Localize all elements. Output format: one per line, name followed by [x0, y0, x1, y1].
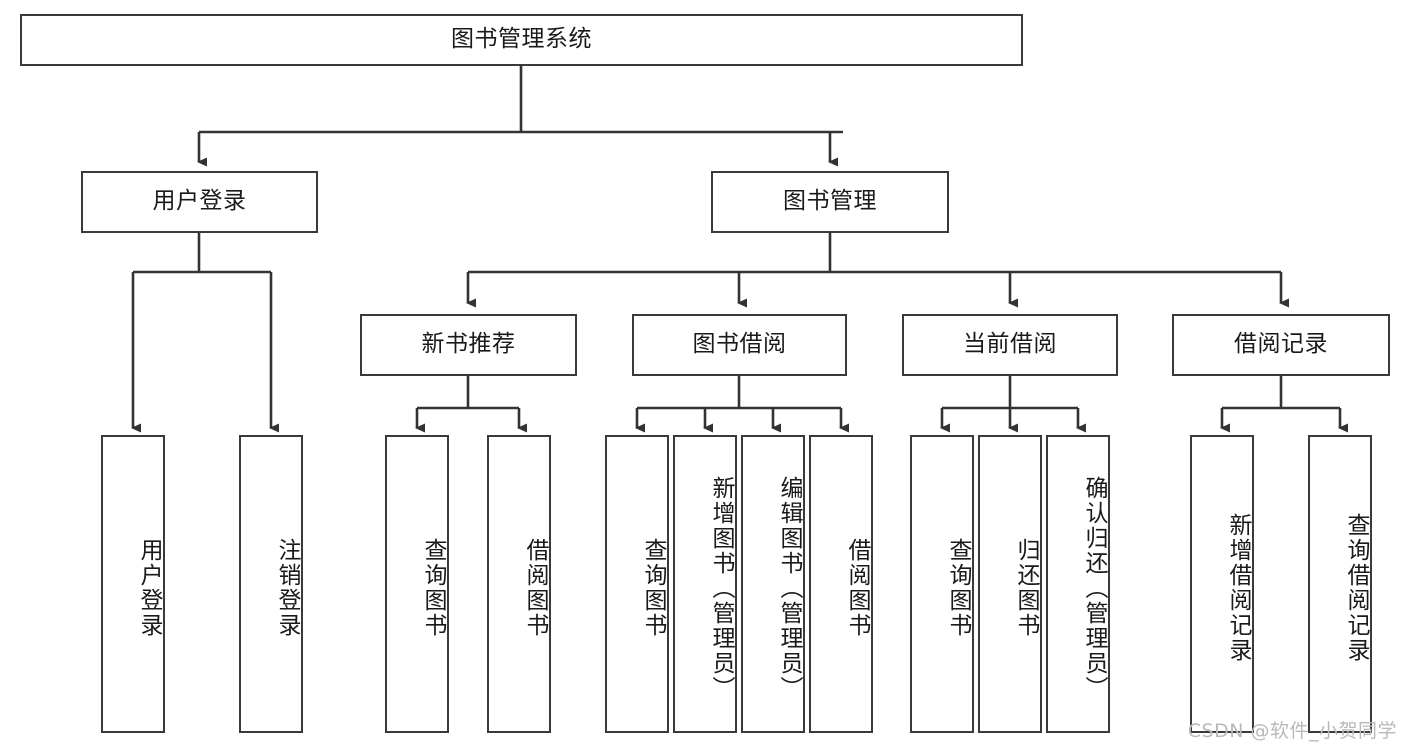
node-current-borrow[interactable]: 当前借阅	[902, 314, 1118, 376]
leaf-query-book-3-label: 查询图书	[945, 538, 971, 638]
node-current-borrow-label: 当前借阅	[963, 331, 1057, 358]
leaf-query-record-label: 查询借阅记录	[1343, 513, 1369, 663]
node-book-manage[interactable]: 图书管理	[711, 171, 949, 233]
leaf-query-book-2-label: 查询图书	[640, 538, 666, 638]
leaf-query-book-1[interactable]: 查询图书	[385, 435, 449, 733]
csdn-watermark: CSDN @软件_小贺同学	[1187, 720, 1397, 742]
leaf-add-record[interactable]: 新增借阅记录	[1190, 435, 1254, 733]
leaf-add-record-label: 新增借阅记录	[1225, 513, 1251, 663]
node-borrow-record[interactable]: 借阅记录	[1172, 314, 1390, 376]
node-book-borrow[interactable]: 图书借阅	[632, 314, 847, 376]
node-borrow-record-label: 借阅记录	[1234, 331, 1328, 358]
leaf-user-login[interactable]: 用户登录	[101, 435, 165, 733]
leaf-borrow-book-2-label: 借阅图书	[844, 538, 870, 638]
leaf-add-book-label: 新增图书（管理员）	[708, 475, 734, 701]
leaf-return-book[interactable]: 归还图书	[978, 435, 1042, 733]
leaf-edit-book[interactable]: 编辑图书（管理员）	[741, 435, 805, 733]
node-book-manage-label: 图书管理	[783, 188, 877, 215]
leaf-borrow-book-2[interactable]: 借阅图书	[809, 435, 873, 733]
node-user-login-label: 用户登录	[152, 188, 247, 215]
leaf-user-login-label: 用户登录	[136, 538, 162, 638]
leaf-edit-book-label: 编辑图书（管理员）	[776, 475, 802, 701]
node-root-label: 图书管理系统	[451, 26, 592, 53]
node-new-book-rec[interactable]: 新书推荐	[360, 314, 577, 376]
leaf-query-record[interactable]: 查询借阅记录	[1308, 435, 1372, 733]
leaf-borrow-book-1-label: 借阅图书	[522, 538, 548, 638]
leaf-logout-label: 注销登录	[274, 538, 300, 638]
node-new-book-rec-label: 新书推荐	[421, 331, 516, 358]
leaf-add-book[interactable]: 新增图书（管理员）	[673, 435, 737, 733]
leaf-confirm-return-label: 确认归还（管理员）	[1081, 475, 1107, 701]
leaf-borrow-book-1[interactable]: 借阅图书	[487, 435, 551, 733]
leaf-query-book-1-label: 查询图书	[420, 538, 446, 638]
leaf-confirm-return[interactable]: 确认归还（管理员）	[1046, 435, 1110, 733]
leaf-logout[interactable]: 注销登录	[239, 435, 303, 733]
node-user-login[interactable]: 用户登录	[81, 171, 318, 233]
leaf-query-book-2[interactable]: 查询图书	[605, 435, 669, 733]
node-root[interactable]: 图书管理系统	[20, 14, 1023, 66]
leaf-return-book-label: 归还图书	[1013, 538, 1039, 638]
leaf-query-book-3[interactable]: 查询图书	[910, 435, 974, 733]
node-book-borrow-label: 图书借阅	[692, 331, 787, 358]
